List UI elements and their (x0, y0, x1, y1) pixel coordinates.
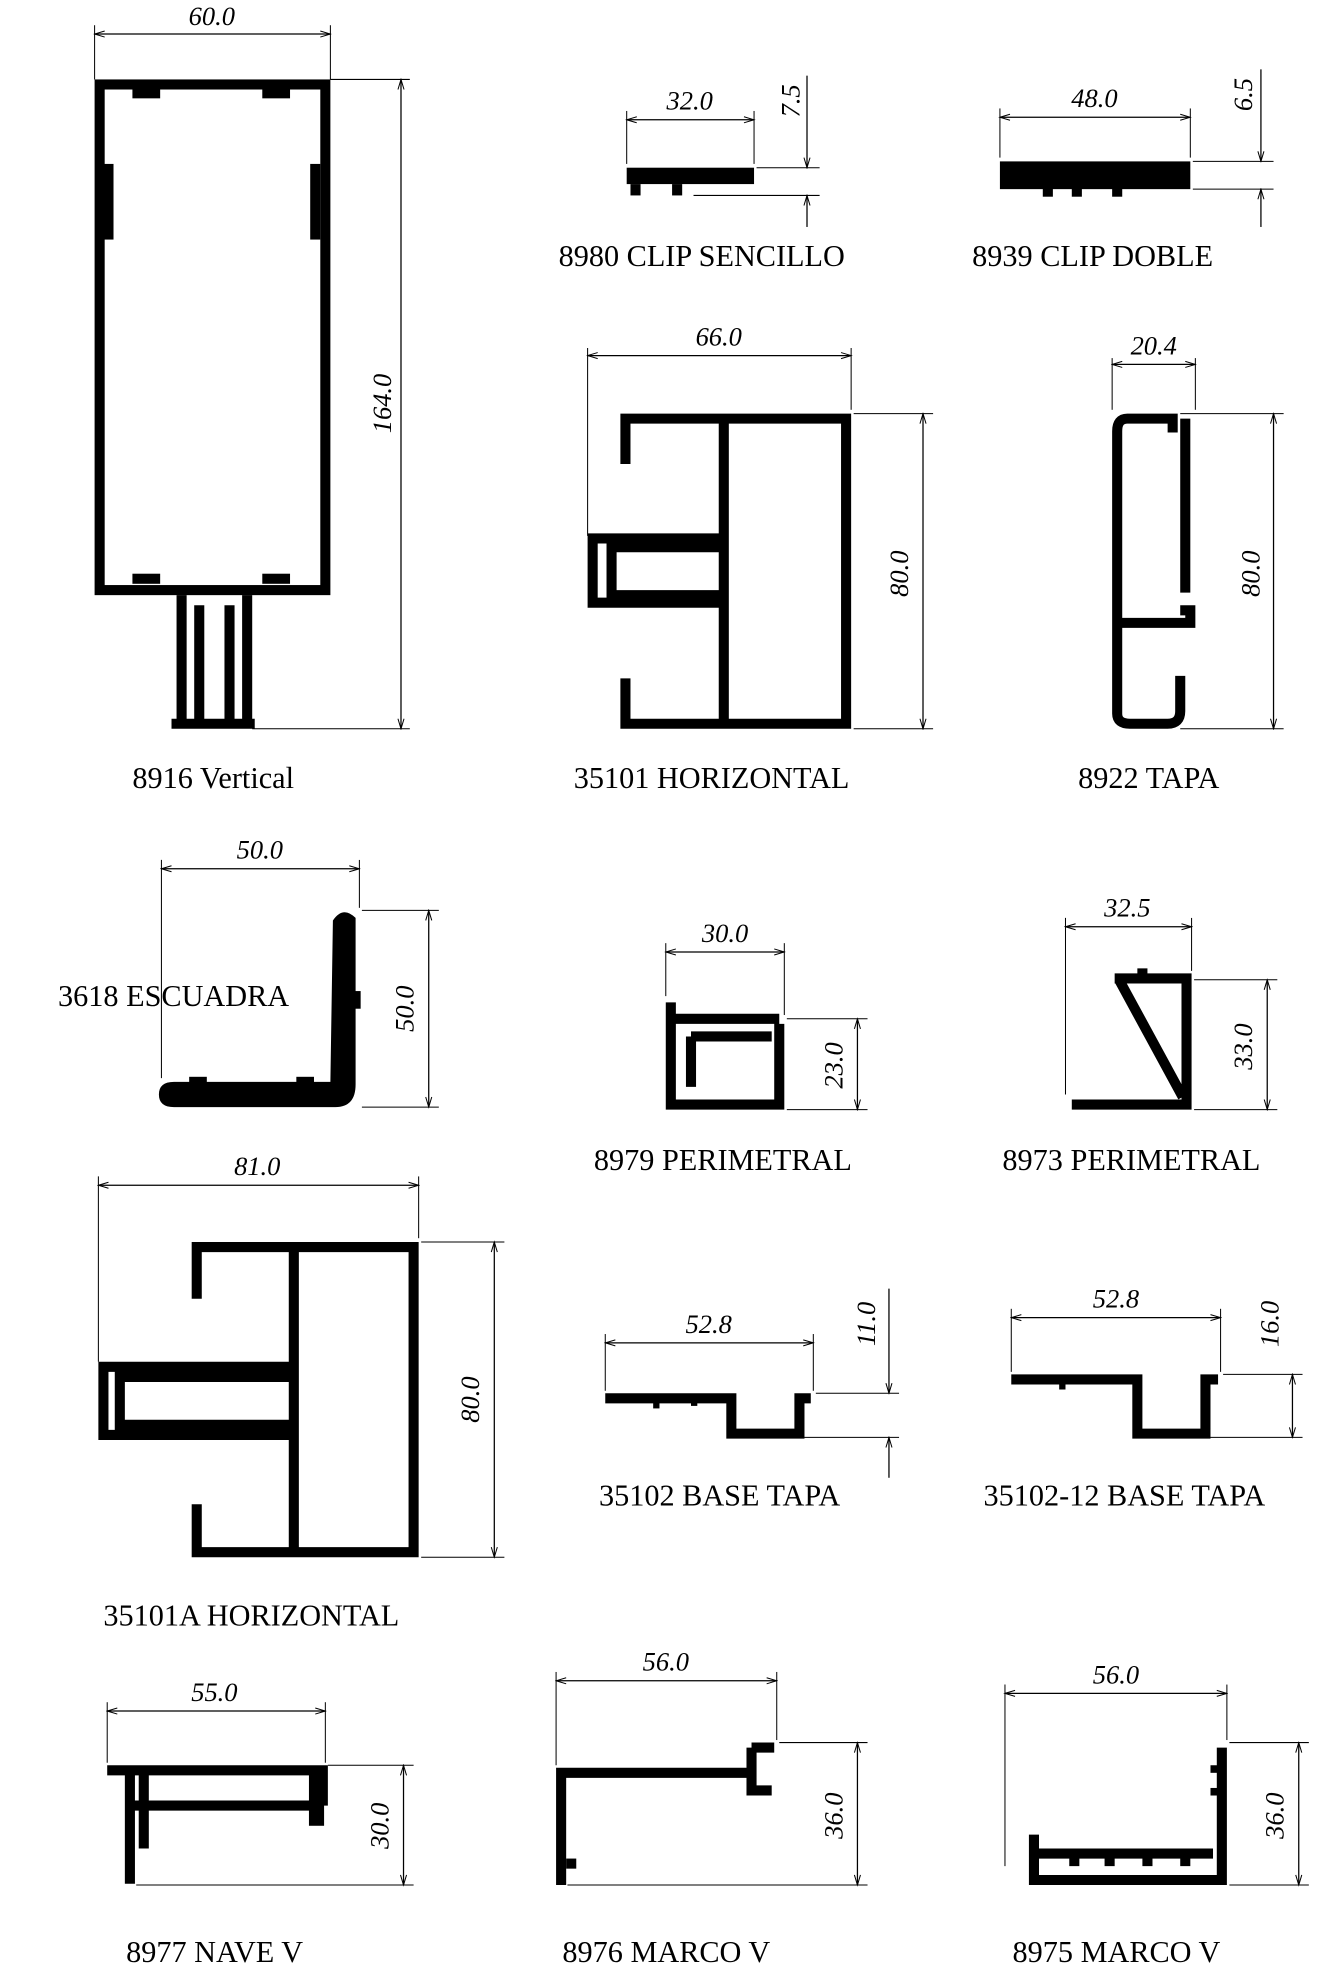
profile-label: 8916 Vertical (132, 761, 294, 795)
width-dimension: 52.8 (685, 1309, 731, 1339)
width-dimension: 20.4 (1131, 330, 1177, 360)
height-dimension: 16.0 (1255, 1301, 1285, 1347)
width-dimension: 32.5 (1103, 893, 1150, 923)
profile-8980-clip-sencillo: 32.0 7.5 8980 CLIP SENCILLO (559, 75, 845, 273)
profile-8975-marco-v: 56.0 36.0 8975 MARCO V (1005, 1659, 1309, 1967)
height-dimension: 11.0 (851, 1302, 881, 1346)
profile-8939-clip-doble: 48.0 6.5 8939 CLIP DOBLE (972, 69, 1274, 273)
profile-label: 8977 NAVE V (126, 1935, 303, 1967)
width-dimension: 32.0 (666, 86, 713, 116)
profile-35101a-horizontal: 81.0 80.0 35101A HORIZONTAL (98, 1151, 505, 1632)
profile-8979-perimetral: 30.0 23.0 8979 PERIMETRAL (594, 918, 868, 1177)
profile-label: 8980 CLIP SENCILLO (559, 239, 845, 273)
profile-8922-tapa: 20.4 80.0 8922 TAPA (1078, 330, 1284, 795)
height-dimension: 80.0 (1236, 551, 1266, 597)
width-dimension: 55.0 (191, 1677, 237, 1707)
profile-8976-marco-v: 56.0 36.0 8976 MARCO V (556, 1647, 868, 1967)
profile-8916-vertical: 60.0 164.0 8916 Vertical (95, 1, 410, 795)
width-dimension: 30.0 (701, 918, 748, 948)
height-dimension: 33.0 (1228, 1023, 1258, 1070)
width-dimension: 81.0 (234, 1151, 280, 1181)
profile-35101-horizontal: 66.0 80.0 35101 HORIZONTAL (574, 321, 934, 795)
height-dimension: 30.0 (364, 1803, 394, 1850)
profile-label: 8975 MARCO V (1013, 1935, 1221, 1967)
profile-label: 35101A HORIZONTAL (103, 1598, 399, 1632)
profile-label: 35102-12 BASE TAPA (984, 1479, 1266, 1513)
profile-label: 8939 CLIP DOBLE (972, 239, 1213, 273)
profile-3618-escuadra: 50.0 50.0 3618 ESCUADRA (58, 835, 439, 1107)
width-dimension: 52.8 (1093, 1284, 1139, 1314)
profile-label: 35102 BASE TAPA (599, 1479, 840, 1513)
profile-35102-12-base-tapa: 52.8 16.0 35102-12 BASE TAPA (984, 1284, 1303, 1513)
width-dimension: 56.0 (643, 1647, 689, 1677)
height-dimension: 6.5 (1228, 78, 1258, 111)
profile-label: 8973 PERIMETRAL (1002, 1143, 1260, 1177)
profile-label: 8976 MARCO V (562, 1935, 770, 1967)
height-dimension: 36.0 (818, 1793, 848, 1840)
width-dimension: 56.0 (1093, 1659, 1139, 1689)
profile-35102-base-tapa: 52.8 11.0 35102 BASE TAPA (599, 1288, 900, 1513)
width-dimension: 60.0 (189, 1, 235, 31)
width-dimension: 66.0 (696, 321, 742, 351)
height-dimension: 7.5 (775, 84, 805, 117)
profile-8973-perimetral: 32.5 33.0 8973 PERIMETRAL (1002, 893, 1278, 1177)
profile-label: 35101 HORIZONTAL (574, 761, 850, 795)
height-dimension: 23.0 (818, 1042, 848, 1088)
profile-label: 3618 ESCUADRA (58, 979, 289, 1013)
width-dimension: 50.0 (237, 835, 283, 865)
height-dimension: 80.0 (455, 1376, 485, 1422)
width-dimension: 48.0 (1071, 83, 1117, 113)
height-dimension: 36.0 (1260, 1793, 1290, 1840)
profile-8977-nave-v: 55.0 30.0 8977 NAVE V (107, 1677, 414, 1967)
profile-label: 8979 PERIMETRAL (594, 1143, 852, 1177)
height-dimension: 50.0 (390, 986, 420, 1032)
height-dimension: 164.0 (367, 374, 397, 434)
profile-label: 8922 TAPA (1078, 761, 1219, 795)
height-dimension: 80.0 (884, 551, 914, 597)
